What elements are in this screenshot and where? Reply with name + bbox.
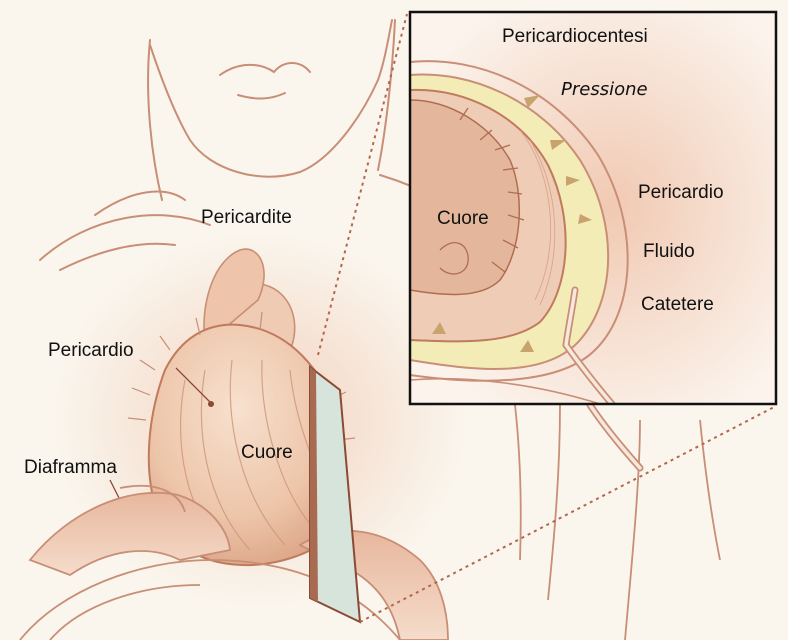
inset-title: Pericardiocentesi (502, 27, 648, 46)
label-pericardio-inset: Pericardio (638, 183, 724, 202)
label-cuore: Cuore (241, 443, 293, 462)
label-pericardite: Pericardite (201, 208, 292, 227)
label-catetere: Catetere (641, 295, 714, 314)
label-diaframma: Diaframma (24, 458, 117, 477)
label-pressione: Pressione (561, 81, 648, 99)
label-cuore-inset: Cuore (437, 209, 489, 228)
label-fluido: Fluido (643, 242, 695, 261)
label-pericardio: Pericardio (48, 341, 134, 360)
